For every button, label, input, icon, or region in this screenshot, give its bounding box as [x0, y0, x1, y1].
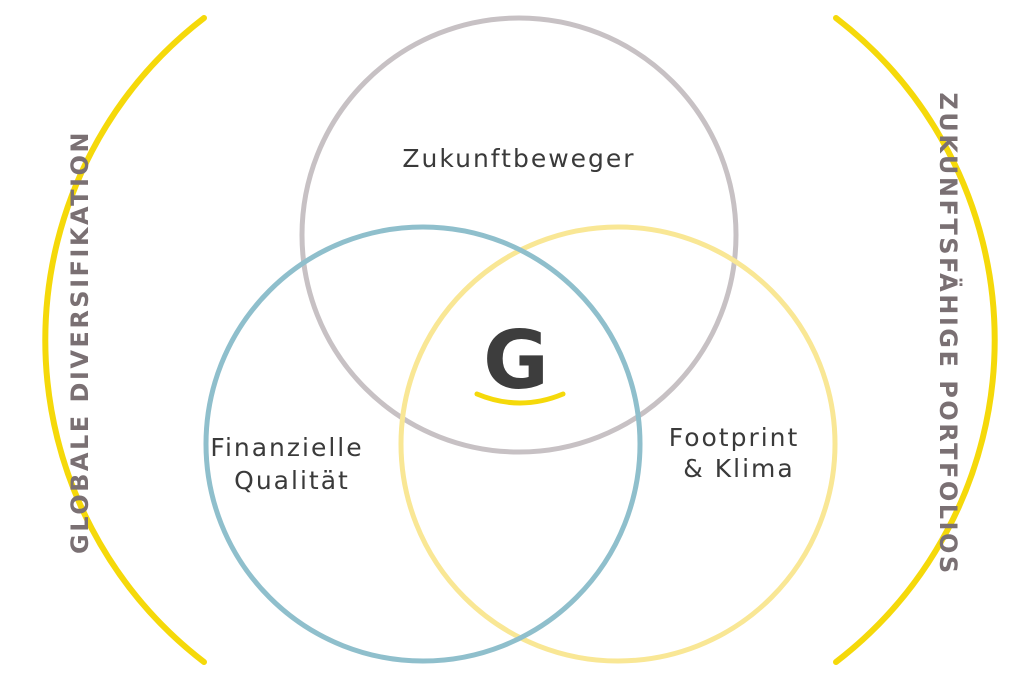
right-bracket-arc	[833, 15, 998, 665]
circle-right	[398, 224, 838, 664]
circle-left	[203, 224, 643, 664]
circle-top-label: Zukunftbeweger	[402, 144, 635, 173]
circle-top	[299, 15, 739, 455]
circle-right-label: Footprint & Klima	[669, 423, 810, 483]
logo-letter: G	[483, 314, 549, 407]
center-logo: G	[474, 314, 566, 407]
left-side-label: GLOBALE DIVERSIFIKATION	[66, 130, 94, 554]
circle-left-label: Finanzielle Qualität	[210, 433, 373, 495]
circle-right-label-line2: & Klima	[683, 454, 794, 483]
circle-left-label-line1: Finanzielle	[210, 433, 363, 462]
circle-left-label-line2: Qualität	[234, 466, 350, 495]
left-bracket-arc	[42, 15, 207, 665]
logo-smile-icon	[474, 391, 566, 406]
right-side-label: ZUKUNFTSFÄHIGE PORTFOLIOS	[934, 92, 963, 575]
circle-right-label-line1: Footprint	[669, 423, 800, 452]
